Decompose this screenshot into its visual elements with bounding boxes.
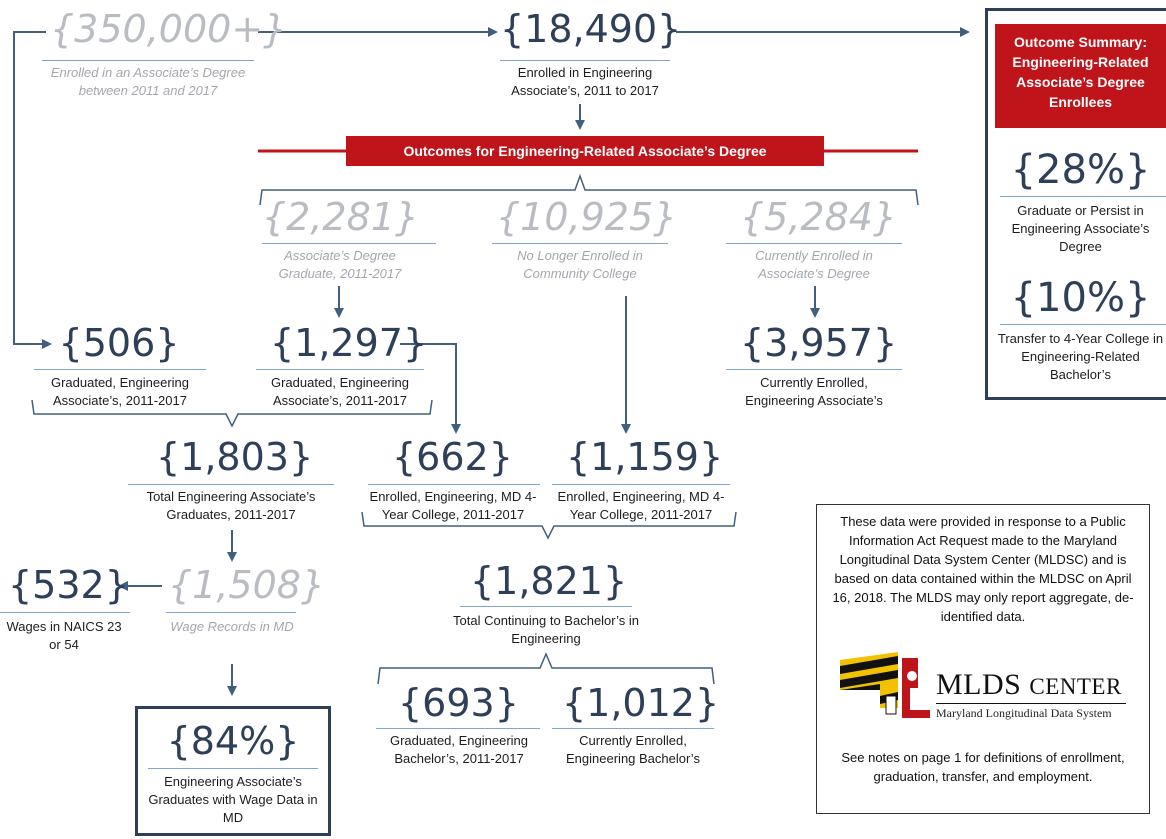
underline-1012 bbox=[552, 728, 714, 729]
summary-stat1-label: Graduate or Persist in Engineering Assoc… bbox=[1011, 203, 1150, 254]
underline-1803 bbox=[128, 484, 334, 485]
label-532: Wages in NAICS 23 or 54 bbox=[6, 619, 122, 652]
underline-5284 bbox=[726, 243, 902, 244]
underline-693 bbox=[376, 728, 540, 729]
summary-stat1-value: {28%} bbox=[1010, 147, 1151, 193]
label-662: Enrolled, Engineering, MD 4-Year College… bbox=[369, 489, 537, 522]
arrow-350k-to-506 bbox=[13, 31, 52, 349]
underline-506 bbox=[34, 369, 206, 370]
summary-stat2-label: Transfer to 4-Year College in Engineerin… bbox=[997, 331, 1164, 382]
summary-stat2-value: {10%} bbox=[1010, 275, 1151, 321]
value-1012: {1,012} bbox=[562, 681, 720, 725]
wage-data-box bbox=[135, 706, 331, 836]
outcomes-banner: Outcomes for Engineering-Related Associa… bbox=[346, 136, 824, 166]
underline-18490 bbox=[500, 60, 670, 61]
underline-84 bbox=[148, 768, 318, 769]
label-10925: No Longer Enrolled in Community College bbox=[517, 248, 643, 281]
brace-bachelors bbox=[377, 652, 715, 685]
arrow-1297-to-662 bbox=[400, 343, 461, 434]
underline-3957 bbox=[726, 369, 902, 370]
brace-outcomes bbox=[259, 173, 919, 206]
underline-1159 bbox=[552, 484, 730, 485]
mlds-logo-title-2: Center bbox=[1029, 674, 1122, 699]
value-3957: {3,957} bbox=[740, 321, 898, 365]
label-1159: Enrolled, Engineering, MD 4-Year College… bbox=[557, 489, 725, 522]
value-1508: {1,508} bbox=[168, 563, 326, 607]
value-84: {84%} bbox=[166, 719, 300, 763]
value-532: {532} bbox=[8, 563, 129, 607]
value-5284: {5,284} bbox=[740, 195, 898, 239]
label-1821: Total Continuing to Bachelor’s in Engine… bbox=[453, 613, 639, 646]
value-1297: {1,297} bbox=[270, 321, 428, 365]
value-10925: {10,925} bbox=[496, 195, 678, 239]
underline-1297 bbox=[256, 369, 424, 370]
value-2281: {2,281} bbox=[262, 195, 420, 239]
value-506: {506} bbox=[58, 321, 180, 365]
summary-stat2-underline bbox=[1000, 324, 1166, 325]
label-18490: Enrolled in Engineering Associate’s, 201… bbox=[511, 65, 659, 98]
value-350k: {350,000+} bbox=[50, 7, 288, 51]
outcome-summary-title: Outcome Summary: Engineering-Related Ass… bbox=[995, 24, 1166, 128]
label-3957: Currently Enrolled, Engineering Associat… bbox=[745, 375, 883, 408]
notes-footer: See notes on page 1 for definitions of e… bbox=[841, 750, 1125, 784]
label-1508: Wage Records in MD bbox=[170, 619, 294, 634]
underline-2281 bbox=[262, 243, 436, 244]
notes-text: These data were provided in response to … bbox=[832, 514, 1134, 624]
value-1821: {1,821} bbox=[470, 559, 628, 603]
label-350k: Enrolled in an Associate’s Degree betwee… bbox=[50, 65, 246, 98]
underline-10925 bbox=[492, 243, 668, 244]
underline-662 bbox=[368, 484, 540, 485]
value-1159: {1,159} bbox=[566, 435, 724, 479]
mlds-logo-rule bbox=[936, 703, 1126, 704]
value-693: {693} bbox=[398, 681, 519, 725]
label-84: Engineering Associate’s Graduates with W… bbox=[148, 774, 318, 825]
label-2281: Associate’s Degree Graduate, 2011-2017 bbox=[278, 248, 402, 281]
underline-1821 bbox=[460, 606, 632, 607]
underline-1508 bbox=[166, 612, 296, 613]
label-5284: Currently Enrolled in Associate’s Degree bbox=[755, 248, 873, 281]
mlds-logo-subtitle: Maryland Longitudinal Data System bbox=[936, 706, 1112, 720]
label-1012: Currently Enrolled, Engineering Bachelor… bbox=[566, 733, 700, 766]
mlds-logo-icon bbox=[840, 652, 930, 718]
brace-associate-grads bbox=[31, 399, 433, 428]
value-1803: {1,803} bbox=[156, 435, 314, 479]
label-1803: Total Engineering Associate’s Graduates,… bbox=[146, 489, 316, 522]
label-693: Graduated, Engineering Bachelor’s, 2011-… bbox=[389, 733, 529, 766]
label-1297: Graduated, Engineering Associate’s, 2011… bbox=[270, 375, 410, 408]
mlds-logo-title-1: MLDS bbox=[936, 668, 1022, 701]
underline-532 bbox=[0, 612, 130, 613]
label-506: Graduated, Engineering Associate’s, 2011… bbox=[50, 375, 190, 408]
value-18490: {18,490} bbox=[500, 7, 682, 51]
underline-350k bbox=[42, 60, 254, 61]
brace-transfers bbox=[361, 511, 737, 540]
mlds-logo-title: MLDS Center bbox=[936, 668, 1122, 702]
value-662: {662} bbox=[392, 435, 513, 479]
summary-stat1-underline bbox=[1000, 196, 1166, 197]
